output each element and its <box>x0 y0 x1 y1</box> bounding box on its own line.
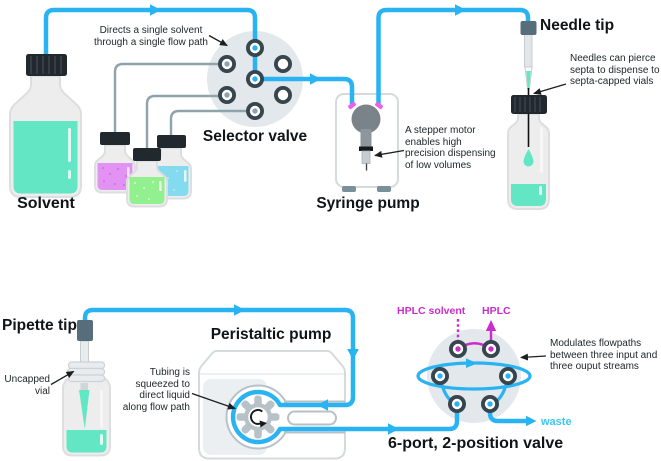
hplc-arrow <box>485 320 497 331</box>
flow-selector-to-pump <box>255 76 355 104</box>
hplc-solvent-label: HPLC solvent <box>397 305 466 317</box>
selector-note: Directs a single solvent through a singl… <box>94 25 208 48</box>
needle-tip-label: Needle tip <box>540 17 615 34</box>
six-port-valve-ports <box>431 340 517 413</box>
waste-label: waste <box>541 416 572 428</box>
solvent-select-lines <box>113 62 246 149</box>
pipette-assembly <box>62 320 111 457</box>
needle-tip-assembly <box>507 21 550 210</box>
pump-gear <box>236 395 280 439</box>
pump-fittings <box>347 101 384 110</box>
stepper-motor <box>351 104 381 134</box>
syringe-barrel <box>360 129 372 148</box>
flow-pump-to-needle <box>376 7 531 104</box>
pump-foot <box>377 186 391 192</box>
pipette-connector <box>77 320 93 341</box>
annotation-pointers <box>50 34 567 410</box>
syringe-pump <box>335 93 399 192</box>
peristaltic-pump-label: Peristaltic pump <box>210 326 332 343</box>
uncapped-vial-note: Uncapped vial <box>4 374 50 397</box>
solvent-bottle <box>9 54 82 198</box>
solvent-liquid <box>13 121 78 194</box>
syringe-plunger <box>361 150 371 164</box>
valve-note: Modulates flowpaths between three input … <box>550 338 658 372</box>
flow-arrows <box>150 4 537 435</box>
selector-valve-label: Selector valve <box>202 128 308 145</box>
tubing-slot <box>287 410 337 426</box>
tubing-note: Tubing is squeezed to direct liquid alon… <box>122 367 190 413</box>
flow-pipette-to-valve <box>82 307 460 445</box>
syringe-pump-label: Syringe pump <box>316 195 420 212</box>
needle-connector <box>520 21 537 35</box>
droplet <box>523 149 534 167</box>
selector-valve-ports <box>218 39 292 120</box>
six-port-valve-label: 6-port, 2-position valve <box>388 435 564 452</box>
syringe-band <box>359 146 373 151</box>
flow-waste <box>487 404 527 424</box>
needle-note: Needles can pierce septa to dispense to … <box>570 53 660 87</box>
pump-foot <box>342 186 356 192</box>
pipette-cone <box>79 390 90 429</box>
syringe-note: A stepper motor enables high precision d… <box>405 125 496 171</box>
septa-cap <box>511 95 547 114</box>
pipette-tip-label: Pipette tip <box>2 317 77 334</box>
vial-neck-ribs <box>66 361 106 383</box>
rotation-arrow-icon <box>250 409 263 425</box>
solvent-label: Solvent <box>17 195 75 212</box>
hplc-label: HPLC <box>482 305 511 317</box>
small-bottle-green <box>126 148 168 208</box>
